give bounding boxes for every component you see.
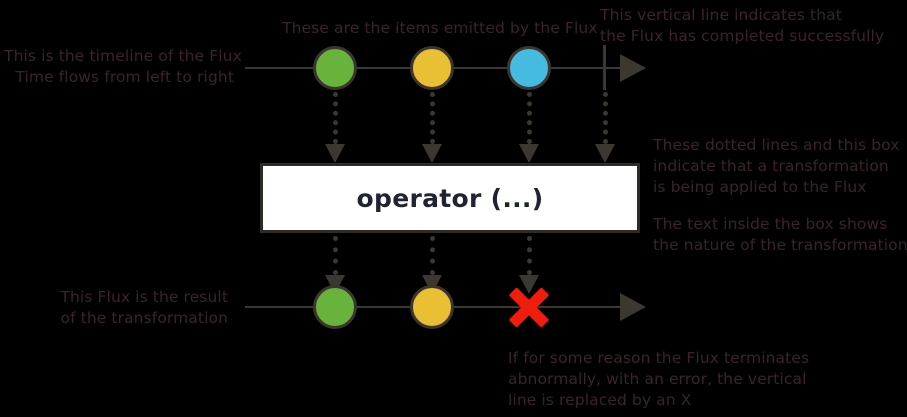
operator-box[interactable]: operator (...)	[260, 163, 640, 233]
connector-stem	[603, 92, 608, 144]
completion-line-marker	[603, 45, 606, 90]
connector-stem	[333, 92, 338, 144]
connector-stem	[333, 236, 338, 275]
connector-arrowhead	[422, 144, 442, 163]
connector-stem	[430, 92, 435, 144]
source-marble-yellow[interactable]	[410, 46, 454, 90]
annotation-result-timeline: This Flux is the result of the transform…	[60, 288, 228, 327]
source-timeline-arrowhead	[620, 54, 646, 82]
connector-arrowhead	[519, 275, 539, 294]
annotation-transformation: These dotted lines and this box indicate…	[653, 136, 900, 196]
connector-arrowhead	[325, 144, 345, 163]
annotation-source-timeline: This is the timeline of the Flux Time fl…	[4, 47, 242, 86]
connector-stem	[430, 236, 435, 275]
result-marble-green[interactable]	[313, 285, 357, 329]
source-marble-green[interactable]	[313, 46, 357, 90]
connector-arrowhead	[519, 144, 539, 163]
result-timeline-arrowhead	[620, 293, 646, 321]
source-marble-blue[interactable]	[507, 46, 551, 90]
connector-stem	[527, 92, 532, 144]
result-marble-yellow[interactable]	[410, 285, 454, 329]
connector-stem	[527, 236, 532, 275]
error-x-marker[interactable]	[506, 284, 552, 330]
connector-arrowhead	[595, 144, 615, 163]
operator-box-label: operator (...)	[356, 183, 544, 213]
annotation-box-text-meaning: The text inside the box shows the nature…	[653, 215, 907, 254]
annotation-completion-line: This vertical line indicates that the Fl…	[600, 6, 885, 45]
annotation-items-emitted: These are the items emitted by the Flux	[282, 19, 598, 37]
annotation-error-note: If for some reason the Flux terminates a…	[508, 349, 810, 409]
